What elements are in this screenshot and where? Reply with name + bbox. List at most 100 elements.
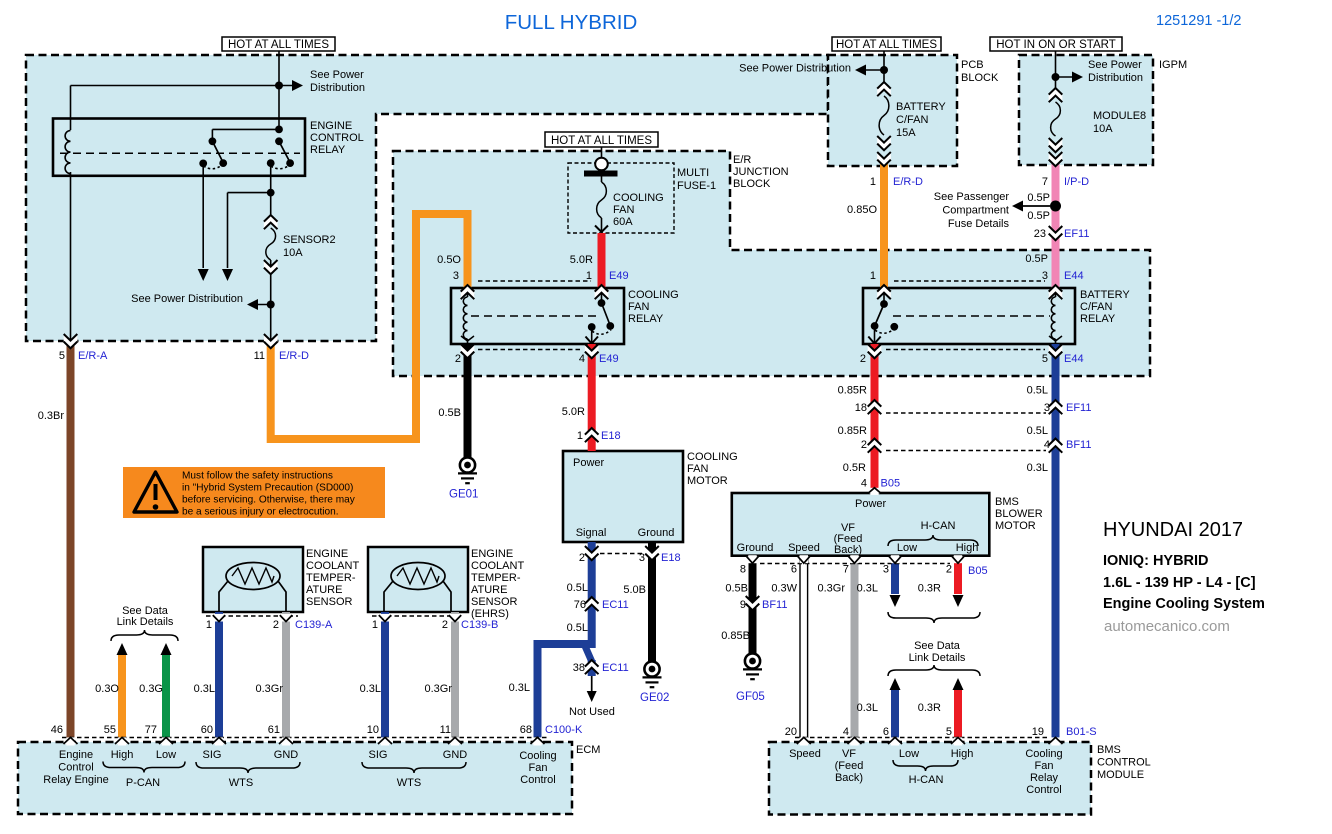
svg-text:61: 61 [268, 724, 280, 736]
svg-text:18: 18 [855, 402, 867, 414]
svg-text:2: 2 [861, 439, 867, 451]
svg-text:0.85R: 0.85R [838, 425, 867, 437]
svg-text:SENSOR2: SENSOR2 [283, 234, 336, 246]
svg-text:BATTERY: BATTERY [1080, 289, 1130, 301]
svg-text:be a serious injury or electro: be a serious injury or electrocution. [182, 507, 339, 518]
svg-text:VF: VF [842, 748, 856, 760]
svg-text:0.5B: 0.5B [725, 583, 748, 595]
svg-text:0.85B: 0.85B [721, 630, 750, 642]
svg-text:See Power Distribution: See Power Distribution [739, 63, 851, 75]
svg-text:4: 4 [579, 353, 585, 365]
svg-text:Low: Low [897, 542, 917, 554]
svg-text:E/R-D: E/R-D [279, 350, 309, 362]
svg-text:EC11: EC11 [602, 662, 629, 674]
svg-text:(EHRS): (EHRS) [471, 608, 509, 620]
svg-text:GND: GND [443, 749, 468, 761]
svg-text:BATTERY: BATTERY [896, 101, 946, 113]
svg-text:E44: E44 [1064, 270, 1084, 282]
svg-text:2: 2 [455, 353, 461, 365]
svg-text:ATURE: ATURE [306, 584, 342, 596]
svg-text:76: 76 [574, 599, 586, 611]
svg-text:Engine Cooling System: Engine Cooling System [1103, 596, 1265, 612]
svg-text:0.5B: 0.5B [438, 407, 461, 419]
svg-text:6: 6 [791, 564, 797, 576]
svg-text:H-CAN: H-CAN [921, 520, 956, 532]
svg-text:BLOCK: BLOCK [733, 178, 771, 190]
svg-text:Control: Control [520, 774, 555, 786]
svg-text:3: 3 [639, 552, 645, 564]
svg-text:I/P-D: I/P-D [1064, 176, 1089, 188]
svg-text:H-CAN: H-CAN [909, 774, 944, 786]
svg-text:ENGINE: ENGINE [306, 548, 348, 560]
svg-text:RELAY: RELAY [310, 144, 346, 156]
svg-text:Not Used: Not Used [569, 706, 615, 718]
svg-text:Low: Low [899, 748, 919, 760]
svg-text:0.3O: 0.3O [95, 683, 119, 695]
svg-text:0.5L: 0.5L [567, 622, 588, 634]
svg-text:FAN: FAN [613, 204, 634, 216]
svg-text:WTS: WTS [229, 777, 253, 789]
svg-text:EF11: EF11 [1064, 228, 1089, 240]
svg-text:3: 3 [453, 270, 459, 282]
svg-text:2: 2 [442, 619, 448, 631]
svg-text:0.3L: 0.3L [1027, 462, 1048, 474]
svg-text:1: 1 [206, 619, 212, 631]
svg-text:FAN: FAN [628, 301, 649, 313]
svg-text:VF: VF [841, 522, 855, 534]
svg-text:B01-S: B01-S [1066, 726, 1097, 738]
svg-text:ATURE: ATURE [471, 584, 507, 596]
svg-text:in "Hybrid System Precaution (: in "Hybrid System Precaution (SD000) [182, 483, 353, 494]
svg-text:See Power: See Power [1088, 59, 1142, 71]
svg-text:E49: E49 [609, 270, 629, 282]
svg-text:Ground: Ground [638, 527, 675, 539]
svg-text:before servicing. Otherwise, t: before servicing. Otherwise, there may [182, 495, 356, 506]
svg-text:0.3L: 0.3L [509, 682, 530, 694]
svg-text:See Power Distribution: See Power Distribution [131, 293, 243, 305]
svg-text:10A: 10A [283, 247, 303, 259]
svg-text:P-CAN: P-CAN [126, 777, 160, 789]
svg-text:HOT AT ALL TIMES: HOT AT ALL TIMES [228, 39, 329, 51]
svg-text:1251291 -1/2: 1251291 -1/2 [1156, 13, 1241, 29]
svg-text:9: 9 [740, 599, 746, 611]
svg-text:46: 46 [51, 724, 63, 736]
svg-text:0.85R: 0.85R [838, 385, 867, 397]
svg-text:1: 1 [577, 430, 583, 442]
svg-text:Signal: Signal [576, 527, 607, 539]
svg-text:Control: Control [58, 762, 93, 774]
svg-text:ENGINE: ENGINE [471, 548, 513, 560]
svg-text:Fan: Fan [1035, 760, 1054, 772]
svg-text:0.3Gr: 0.3Gr [255, 683, 283, 695]
svg-text:0.5L: 0.5L [1027, 385, 1048, 397]
svg-text:0.85O: 0.85O [847, 204, 877, 216]
svg-text:4: 4 [861, 478, 867, 490]
svg-text:68: 68 [520, 724, 532, 736]
svg-text:1: 1 [870, 176, 876, 188]
svg-text:7: 7 [843, 564, 849, 576]
svg-text:1: 1 [870, 270, 876, 282]
svg-text:5: 5 [946, 726, 952, 738]
svg-text:Cooling: Cooling [519, 750, 556, 762]
svg-text:0.5P: 0.5P [1027, 210, 1050, 222]
svg-text:15A: 15A [896, 127, 916, 139]
svg-text:2: 2 [860, 353, 866, 365]
svg-text:B05: B05 [881, 478, 901, 490]
svg-text:BF11: BF11 [762, 599, 787, 611]
svg-text:MOTOR: MOTOR [995, 520, 1036, 532]
svg-text:IONIQ: HYBRID: IONIQ: HYBRID [1103, 553, 1209, 569]
svg-text:Engine: Engine [59, 749, 93, 761]
svg-text:20: 20 [785, 726, 797, 738]
svg-text:BMS: BMS [995, 496, 1019, 508]
svg-text:MODULE8: MODULE8 [1093, 110, 1146, 122]
svg-text:HYUNDAI 2017: HYUNDAI 2017 [1103, 519, 1243, 541]
svg-text:E18: E18 [601, 430, 621, 442]
svg-text:C/FAN: C/FAN [1080, 301, 1112, 313]
svg-text:4: 4 [843, 726, 849, 738]
svg-text:0.3R: 0.3R [918, 583, 941, 595]
svg-text:Fuse Details: Fuse Details [948, 218, 1010, 230]
svg-text:5: 5 [59, 350, 65, 362]
svg-text:1: 1 [586, 270, 592, 282]
svg-text:See Passenger: See Passenger [934, 191, 1010, 203]
svg-text:0.3R: 0.3R [918, 702, 941, 714]
svg-text:(Feed: (Feed [834, 533, 863, 545]
svg-text:Link Details: Link Details [909, 652, 966, 664]
